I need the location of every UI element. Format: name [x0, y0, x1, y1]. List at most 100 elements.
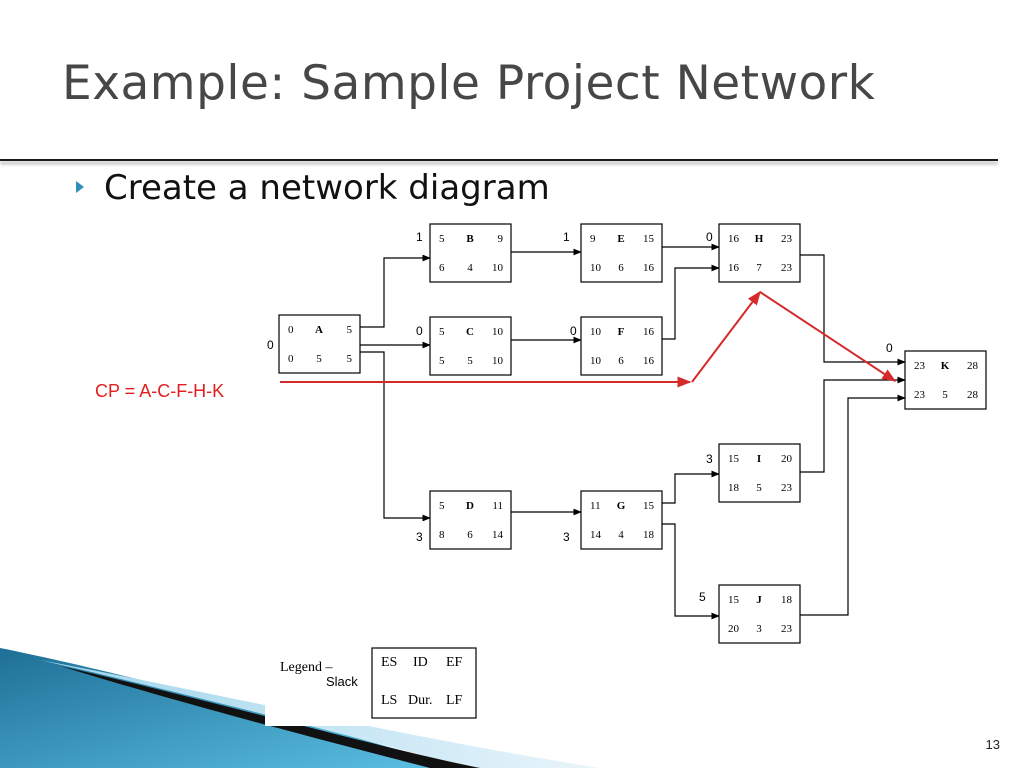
node-dur: 4 [467, 262, 473, 274]
slack-label-h: 0 [706, 230, 713, 244]
node-es: 16 [728, 233, 740, 245]
node-lf: 23 [781, 623, 793, 635]
node-es: 15 [728, 453, 740, 465]
edge-I-K [800, 376, 906, 473]
node-box [718, 443, 801, 503]
slack-label-e: 1 [563, 230, 570, 244]
node-es: 15 [728, 594, 740, 606]
edge-J-K [800, 394, 906, 616]
node-id: J [756, 594, 762, 606]
node-box [278, 314, 361, 374]
node-ef: 10 [492, 326, 504, 338]
legend-lf: LF [446, 693, 463, 708]
critical-path-annotation: CP = A-C-F-H-K [95, 290, 897, 401]
node-id: C [466, 326, 474, 338]
node-lf: 5 [347, 353, 353, 365]
node-id: I [757, 453, 761, 465]
slack-label-j: 5 [699, 590, 706, 604]
critical-path-label: CP = A-C-F-H-K [95, 381, 224, 401]
node-ls: 0 [288, 353, 294, 365]
node-dur: 4 [618, 529, 624, 541]
node-es: 10 [590, 326, 602, 338]
node-lf: 16 [643, 262, 655, 274]
node-e: 9 E 15 10 6 16 [580, 223, 663, 283]
node-id: D [466, 500, 474, 512]
node-ef: 15 [643, 500, 655, 512]
corner-swoosh-decoration [0, 648, 600, 768]
node-es: 5 [439, 500, 445, 512]
node-box [429, 490, 512, 550]
node-dur: 5 [467, 355, 473, 367]
slack-label-a: 0 [267, 338, 274, 352]
node-ef: 20 [781, 453, 793, 465]
node-ef: 23 [781, 233, 793, 245]
page-number: 13 [985, 737, 1000, 752]
node-box [904, 350, 987, 410]
bullet-arrow-icon [76, 181, 84, 193]
node-ls: 10 [590, 355, 602, 367]
edge-F-H [661, 264, 720, 340]
node-ls: 5 [439, 355, 445, 367]
node-dur: 5 [942, 389, 948, 401]
slide-title: Example: Sample Project Network [62, 56, 876, 111]
critical-path-zigzag-up [691, 290, 761, 383]
legend-id: ID [413, 655, 428, 670]
node-ef: 15 [643, 233, 655, 245]
node-lf: 23 [781, 262, 793, 274]
edge-G-I [661, 470, 720, 504]
node-id: K [941, 360, 950, 372]
node-id: E [617, 233, 624, 245]
legend-word: Legend – [280, 660, 333, 675]
node-dur: 6 [618, 262, 624, 274]
node-box [580, 316, 663, 376]
node-lf: 10 [492, 262, 504, 274]
slack-label-g: 3 [563, 530, 570, 544]
node-es: 23 [914, 360, 926, 372]
slack-label-d: 3 [416, 530, 423, 544]
node-dur: 6 [618, 355, 624, 367]
slack-label-b: 1 [416, 230, 423, 244]
node-ef: 5 [347, 324, 353, 336]
node-es: 9 [590, 233, 596, 245]
node-lf: 14 [492, 529, 504, 541]
node-lf: 23 [781, 482, 793, 494]
node-box [580, 223, 663, 283]
slack-label-c: 0 [416, 324, 423, 338]
node-ls: 23 [914, 389, 926, 401]
node-id: B [466, 233, 474, 245]
title-divider [0, 159, 998, 161]
node-ls: 16 [728, 262, 740, 274]
node-dur: 5 [756, 482, 762, 494]
node-ef: 9 [498, 233, 504, 245]
node-dur: 3 [756, 623, 762, 635]
legend-ef: EF [446, 655, 463, 670]
node-es: 5 [439, 233, 445, 245]
node-es: 5 [439, 326, 445, 338]
node-lf: 28 [967, 389, 979, 401]
node-dur: 7 [756, 262, 762, 274]
slack-label-k: 0 [886, 341, 893, 355]
legend-ls: LS [381, 693, 397, 708]
node-ef: 11 [492, 500, 503, 512]
bullet-text: Create a network diagram [104, 168, 550, 208]
node-es: 0 [288, 324, 294, 336]
node-ls: 14 [590, 529, 602, 541]
legend-backdrop [265, 650, 380, 726]
legend-box [371, 647, 477, 719]
legend-slack-label: Slack [326, 674, 358, 689]
node-es: 11 [590, 500, 601, 512]
node-dur: 6 [467, 529, 473, 541]
node-id: G [617, 500, 626, 512]
node-dur: 5 [316, 353, 322, 365]
node-ls: 10 [590, 262, 602, 274]
